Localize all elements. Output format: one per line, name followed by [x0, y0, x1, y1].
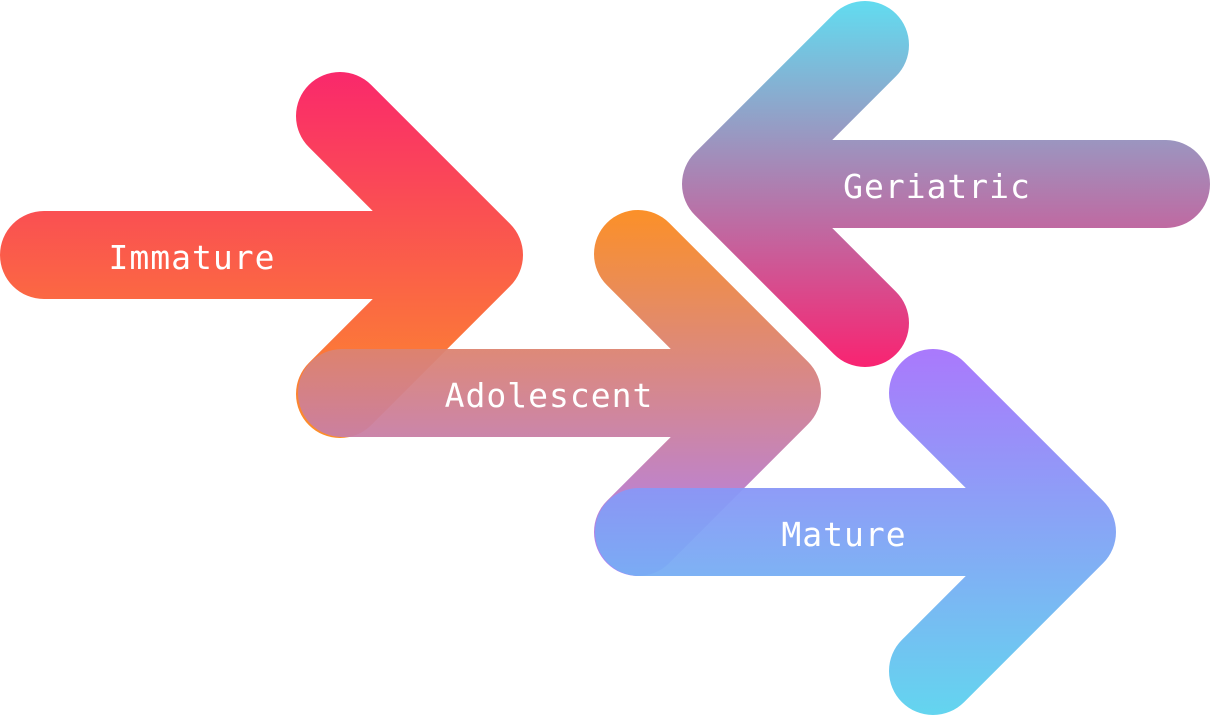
- arrow-immature-shape: [0, 72, 523, 438]
- arrow-geriatric: [682, 1, 1210, 367]
- arrow-adolescent: [298, 210, 821, 576]
- arrow-geriatric-shape: [682, 1, 1210, 367]
- label-immature: Immature: [109, 238, 276, 277]
- label-adolescent: Adolescent: [445, 376, 654, 415]
- arrow-mature: [595, 349, 1116, 715]
- label-mature: Mature: [781, 515, 906, 554]
- arrow-adolescent-shape: [298, 210, 821, 576]
- arrow-immature: [0, 72, 523, 438]
- arrow-mature-shape: [595, 349, 1116, 715]
- label-geriatric: Geriatric: [843, 167, 1031, 206]
